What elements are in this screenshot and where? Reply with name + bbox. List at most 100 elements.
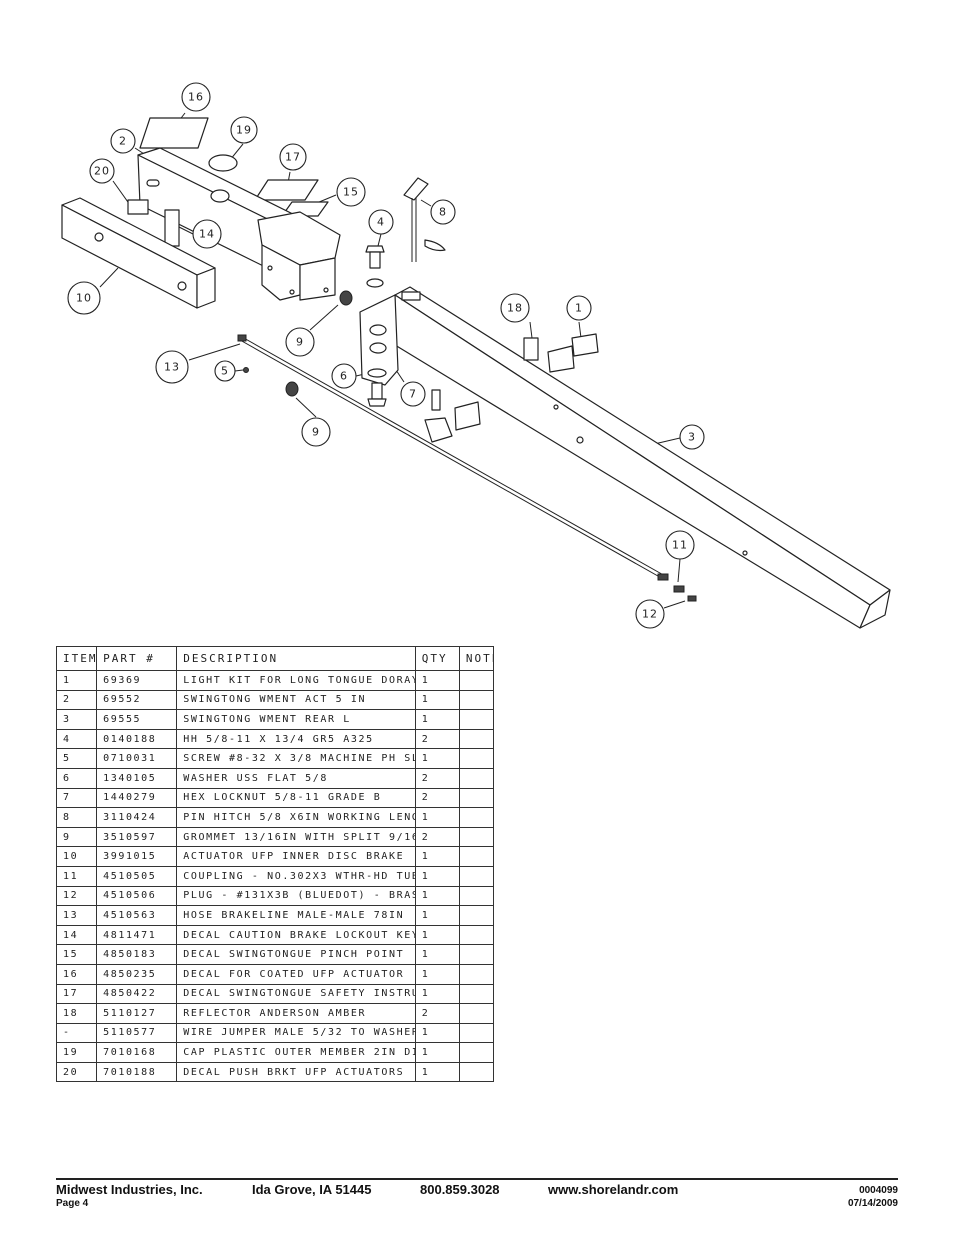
callout-circle	[566, 295, 592, 321]
cell-qty: 1	[414, 748, 460, 769]
cell-qty: 2	[414, 767, 460, 789]
plug-12-shape	[687, 595, 697, 602]
light-kit-shape	[424, 333, 599, 443]
callout-circle	[679, 424, 705, 450]
cell-qty: 1	[414, 865, 460, 887]
callout-circle	[155, 350, 189, 384]
callout-circle	[67, 281, 101, 315]
cell-description: PLUG - #131X3B (BLUEDOT) - BRASS	[176, 885, 416, 907]
callout-circle	[635, 599, 665, 629]
cell-description: REFLECTOR ANDERSON AMBER	[176, 1003, 416, 1024]
washer-bottom-shape	[367, 368, 387, 378]
callout-circle	[500, 293, 530, 323]
callout-circle	[279, 143, 307, 171]
cell-item: 14	[55, 924, 98, 946]
cell-item: -	[55, 1022, 98, 1044]
table-header-row: ITEM PART # DESCRIPTION QTY NOTE	[55, 646, 495, 671]
callout-circle	[181, 82, 211, 112]
cell-part-number: 3510597	[96, 826, 178, 848]
cell-qty: 1	[414, 846, 460, 867]
cell-part-number: 3110424	[96, 807, 178, 828]
cell-description: SWINGTONG WMENT ACT 5 IN	[176, 689, 416, 711]
cell-item: 5	[55, 748, 98, 769]
cell-description: DECAL CAUTION BRAKE LOCKOUT KEY	[176, 924, 416, 946]
header-description: DESCRIPTION	[176, 646, 416, 671]
callout-label: 7	[409, 388, 417, 401]
cell-note	[458, 787, 495, 809]
cell-part-number: 0710031	[96, 748, 178, 769]
cell-description: HH 5/8-11 X 13/4 GR5 A325	[176, 728, 416, 750]
callout-circle	[110, 128, 136, 154]
cell-qty: 1	[414, 905, 460, 926]
cell-item: 19	[55, 1042, 98, 1063]
footer-rule	[56, 1178, 898, 1180]
cell-note	[458, 1042, 495, 1063]
bolt-bottom-shape	[367, 382, 387, 407]
cell-description: HEX LOCKNUT 5/8-11 GRADE B	[176, 787, 416, 809]
cell-item: 18	[55, 1003, 98, 1024]
footer-city: Ida Grove, IA 51445	[252, 1182, 372, 1197]
callout-label: 4	[377, 216, 385, 229]
cell-description: GROMMET 13/16IN WITH SPLIT 9/16ID	[176, 826, 416, 848]
cell-part-number: 5110577	[96, 1022, 178, 1044]
callout-label: 6	[340, 370, 348, 383]
cell-item: 15	[55, 944, 98, 965]
coupling-11-shape	[673, 585, 685, 593]
cell-note	[458, 826, 495, 848]
cell-note	[458, 728, 495, 750]
cell-item: 6	[55, 767, 98, 789]
cell-note	[458, 885, 495, 907]
callout-label: 12	[642, 608, 658, 621]
cell-item: 17	[55, 983, 98, 1005]
cell-description: SCREW #8-32 X 3/8 MACHINE PH SLTD	[176, 748, 416, 769]
cell-description: LIGHT KIT FOR LONG TONGUE DORAY FG	[176, 670, 416, 691]
callout-label: 9	[312, 426, 320, 439]
callout-label: 18	[507, 302, 523, 315]
callout-circle	[214, 360, 236, 382]
callout-circle	[665, 530, 695, 560]
cell-part-number: 3991015	[96, 846, 178, 867]
callout-circle	[400, 381, 426, 407]
cell-description: PIN HITCH 5/8 X6IN WORKING LENGTH	[176, 807, 416, 828]
cell-qty: 1	[414, 963, 460, 985]
callout-label: 1	[575, 302, 583, 315]
cell-part-number: 7010188	[96, 1061, 178, 1083]
cell-description: DECAL FOR COATED UFP ACTUATOR	[176, 963, 416, 985]
callout-circle	[368, 209, 394, 235]
cell-note	[458, 709, 495, 730]
cell-qty: 2	[414, 728, 460, 750]
cell-part-number: 69552	[96, 689, 178, 711]
screw-5-shape	[243, 367, 249, 373]
callout-label: 8	[439, 206, 447, 219]
cell-qty: 1	[414, 689, 460, 711]
reflector-18-shape	[523, 337, 539, 361]
actuator-inner-tube-shape	[61, 197, 216, 309]
cell-item: 9	[55, 826, 98, 848]
cell-qty: 2	[414, 787, 460, 809]
callout-circle	[331, 363, 357, 389]
cell-description: CAP PLASTIC OUTER MEMBER 2IN DI	[176, 1042, 416, 1063]
cell-description: SWINGTONG WMENT REAR L	[176, 709, 416, 730]
header-part-number: PART #	[96, 646, 178, 671]
cell-part-number: 69369	[96, 670, 178, 691]
cell-part-number: 4850422	[96, 983, 178, 1005]
cell-part-number: 1340105	[96, 767, 178, 789]
cell-qty: 2	[414, 826, 460, 848]
cell-note	[458, 846, 495, 867]
callout-circle	[192, 219, 222, 249]
cell-item: 8	[55, 807, 98, 828]
cell-part-number: 4510506	[96, 885, 178, 907]
callout-label: 2	[119, 135, 127, 148]
cell-qty: 2	[414, 1003, 460, 1024]
callout-label: 14	[199, 228, 215, 241]
hitch-pin-8-shape	[403, 177, 446, 262]
cell-qty: 1	[414, 944, 460, 965]
callout-label: 16	[188, 91, 204, 104]
